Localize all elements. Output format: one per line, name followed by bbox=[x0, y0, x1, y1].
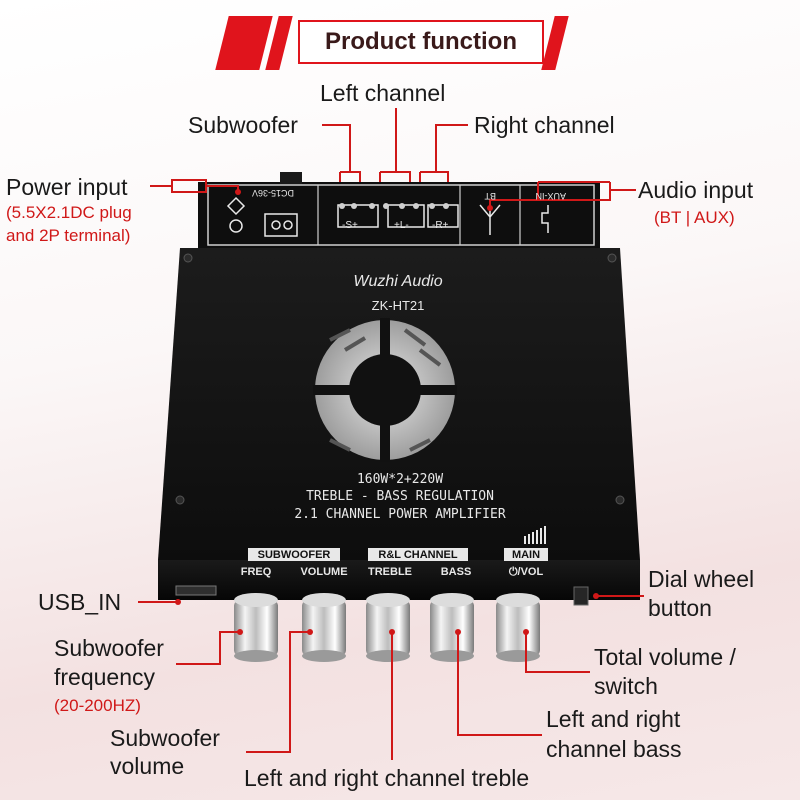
banner-title: Product function bbox=[298, 20, 544, 64]
power-switch bbox=[280, 172, 302, 184]
brand-name: Wuzhi Audio bbox=[353, 273, 442, 290]
knob-bass bbox=[430, 593, 474, 662]
dial-wheel bbox=[573, 586, 589, 606]
callout-dots bbox=[175, 189, 599, 635]
callout-power-input: Power input bbox=[6, 174, 128, 200]
knob-label-main-vol: ⏻/VOL bbox=[509, 565, 544, 578]
knob-label-bass: BASS bbox=[441, 566, 472, 578]
callout-sub-volume-line2: volume bbox=[110, 753, 185, 779]
aux-label: AUX-IN bbox=[535, 191, 566, 201]
callout-lr-treble: Left and right channel treble bbox=[244, 765, 530, 791]
callout-dial-wheel-line2: button bbox=[648, 595, 712, 621]
aux-jack-icon bbox=[541, 205, 549, 233]
knob-label-treble: TREBLE bbox=[368, 566, 412, 578]
dc-voltage-label: DC15-36V bbox=[252, 188, 294, 198]
callout-sub-frequency-note: (20-200HZ) bbox=[54, 696, 141, 715]
usb-port bbox=[175, 585, 217, 596]
group-label-rl: R&L CHANNEL bbox=[378, 549, 458, 561]
knob-treble bbox=[366, 593, 410, 662]
group-bar-main bbox=[504, 548, 548, 561]
callout-lr-bass-line2: channel bass bbox=[546, 736, 682, 762]
callout-power-input-note-2: and 2P terminal) bbox=[6, 226, 131, 245]
amplifier-line: 2.1 CHANNEL POWER AMPLIFIER bbox=[294, 507, 505, 522]
callout-audio-input: Audio input bbox=[638, 177, 754, 203]
callout-total-volume-line1: Total volume / bbox=[594, 644, 736, 670]
dc-jack-icon bbox=[229, 219, 243, 233]
speaker-s-label: -S+ bbox=[342, 220, 358, 231]
callout-right-channel: Right channel bbox=[474, 112, 615, 138]
knob-label-volume: VOLUME bbox=[300, 566, 347, 578]
volume-level-icon bbox=[524, 526, 546, 544]
cooling-fan bbox=[313, 318, 457, 462]
regulation-line: TREBLE - BASS REGULATION bbox=[306, 489, 494, 504]
callout-left-channel: Left channel bbox=[320, 80, 446, 106]
group-label-main: MAIN bbox=[512, 549, 540, 561]
speaker-l-label: +L- bbox=[394, 220, 409, 231]
bt-label: BT bbox=[484, 191, 496, 201]
callout-dial-wheel-line1: Dial wheel bbox=[648, 566, 755, 592]
callout-sub-frequency-line2: frequency bbox=[54, 664, 156, 690]
callout-lines bbox=[138, 108, 644, 760]
callout-power-input-note-1: (5.5X2.1DC plug bbox=[6, 203, 132, 222]
model-name: ZK-HT21 bbox=[372, 298, 425, 313]
knob-main-volume bbox=[496, 593, 540, 662]
knob-sub-freq bbox=[234, 593, 278, 662]
amplifier-front-panel bbox=[158, 560, 640, 600]
callout-subwoofer: Subwoofer bbox=[188, 112, 298, 138]
connector-outline bbox=[207, 184, 595, 246]
knob-sub-volume bbox=[302, 593, 346, 662]
callout-usb-in: USB_IN bbox=[38, 589, 122, 615]
callout-total-volume-line2: switch bbox=[594, 673, 658, 699]
speaker-r-label: -R+ bbox=[432, 220, 449, 231]
callout-sub-frequency-line1: Subwoofer bbox=[54, 635, 164, 661]
callout-audio-input-note: (BT | AUX) bbox=[654, 208, 735, 227]
power-symbol-icon bbox=[226, 196, 246, 216]
group-bar-rl bbox=[368, 548, 468, 561]
connector-panel bbox=[198, 182, 600, 248]
speaker-screw-row bbox=[339, 203, 449, 209]
callout-sub-volume-line1: Subwoofer bbox=[110, 725, 220, 751]
power-rating: 160W*2+220W bbox=[357, 472, 443, 487]
callout-lr-bass-line1: Left and right bbox=[546, 706, 681, 732]
group-bar-subwoofer bbox=[248, 548, 340, 561]
group-label-subwoofer: SUBWOOFER bbox=[258, 549, 331, 561]
terminal-icon bbox=[264, 213, 298, 237]
knob-label-freq: FREQ bbox=[241, 566, 272, 578]
